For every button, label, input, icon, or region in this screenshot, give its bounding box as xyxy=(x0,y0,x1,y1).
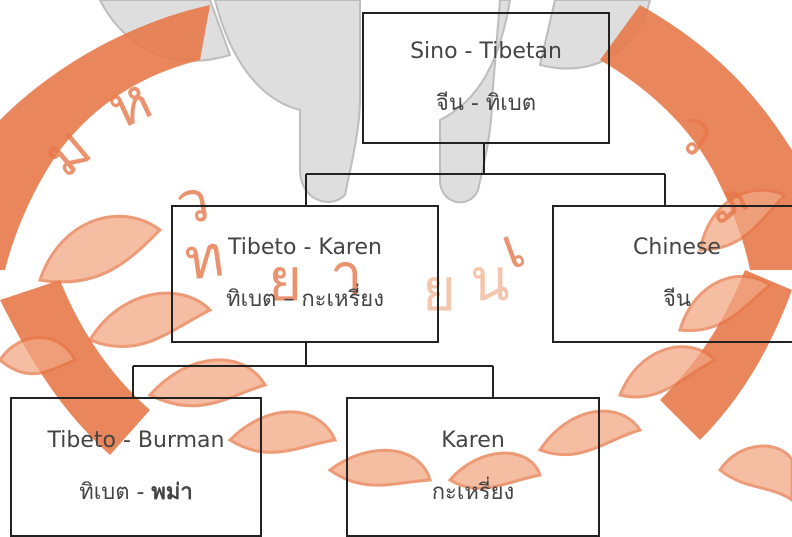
node-tibeto-karen-th: ทิเบต – กะเหรี่ยง xyxy=(226,287,384,312)
svg-text:ย: ย xyxy=(268,246,302,314)
node-tibeto-burman-en: Tibeto - Burman xyxy=(47,428,225,453)
node-sino-tibetan-th: จีน - ทิเบต xyxy=(435,91,537,116)
tree-connectors xyxy=(132,144,666,397)
node-sino-tibetan-en: Sino - Tibetan xyxy=(410,39,562,64)
node-tibeto-karen: Tibeto - Karen ทิเบต – กะเหรี่ยง xyxy=(171,205,439,343)
svg-text:า: า xyxy=(330,241,363,309)
lotus-petals xyxy=(0,188,792,502)
node-chinese: Chinese จีน xyxy=(552,205,792,343)
node-tibeto-burman-th-bold: พม่า xyxy=(151,480,193,505)
node-sino-tibetan: Sino - Tibetan จีน - ทิเบต xyxy=(362,12,610,144)
node-tibeto-burman-th-prefix: ทิเบต - xyxy=(79,480,152,505)
svg-text:น: น xyxy=(470,246,510,314)
node-tibeto-karen-en: Tibeto - Karen xyxy=(228,235,382,260)
node-tibeto-burman-th: ทิเบต - พม่า xyxy=(79,482,193,504)
node-karen-en: Karen xyxy=(441,428,505,453)
svg-text:ท: ท xyxy=(180,221,227,294)
node-chinese-en: Chinese xyxy=(633,235,721,260)
node-karen: Karen กะเหรี่ยง xyxy=(346,397,600,537)
node-chinese-th: จีน xyxy=(663,287,691,312)
node-karen-th: กะเหรี่ยง xyxy=(431,480,515,505)
node-tibeto-burman: Tibeto - Burman ทิเบต - พม่า xyxy=(10,397,262,537)
university-seal-watermark: ม ห ว ท ย า ย น เ ว ร xyxy=(0,0,792,502)
